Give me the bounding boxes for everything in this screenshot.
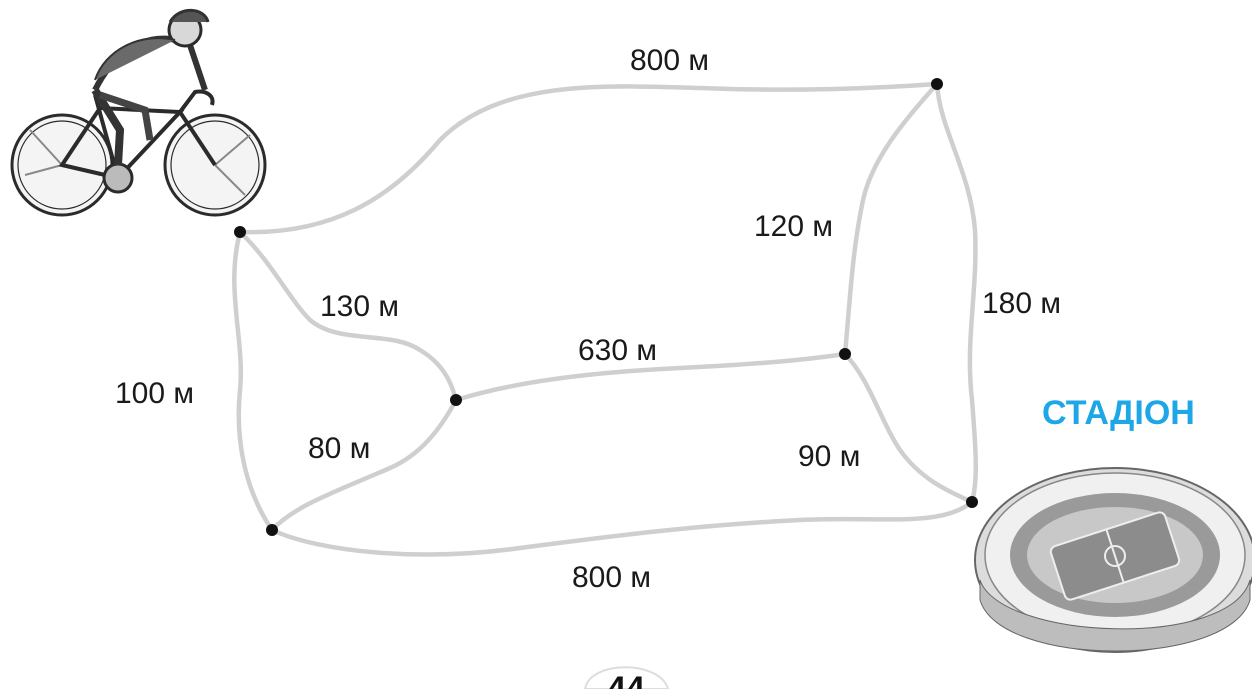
node-start: [234, 226, 246, 238]
node-top-right: [931, 78, 943, 90]
road-mid-left-bottom-left: [269, 397, 459, 533]
stadium-title: СТАДІОН: [1042, 394, 1195, 432]
label-start-mid-left: 130 м: [320, 290, 399, 323]
stadium-image: [974, 467, 1252, 653]
node-stadium: [966, 496, 978, 508]
road-top-right-stadium: [934, 81, 979, 505]
road-start-top-right: [237, 81, 940, 235]
label-mid-left-mid-right: 630 м: [578, 334, 657, 367]
page-number-tab: 44: [583, 666, 670, 689]
nodes: [234, 78, 978, 536]
node-mid-right: [839, 348, 851, 360]
road-mid-right-stadium: [842, 351, 975, 505]
node-mid-left: [450, 394, 462, 406]
roads: [232, 81, 979, 557]
label-mid-right-stadium: 90 м: [798, 440, 860, 473]
cyclist-image: [10, 8, 267, 217]
label-mid-left-bottom-left: 80 м: [308, 432, 370, 465]
label-start-top-right: 800 м: [630, 44, 709, 77]
label-bottom-left-stadium: 800 м: [572, 561, 651, 594]
label-start-bottom-left: 100 м: [115, 377, 194, 410]
node-bottom-left: [266, 524, 278, 536]
label-top-right-stadium: 180 м: [982, 287, 1061, 320]
road-top-right-mid-right: [842, 81, 940, 357]
page-number: 44: [607, 670, 645, 689]
road-bottom-left-stadium: [269, 499, 975, 557]
label-top-right-mid-right: 120 м: [754, 210, 833, 243]
road-mid-left-mid-right: [453, 351, 848, 403]
road-start-mid-left: [237, 229, 459, 403]
distance-labels: 800 м 120 м 180 м 130 м 630 м 100 м 80 м…: [115, 44, 1061, 594]
road-start-bottom-left: [232, 229, 275, 533]
